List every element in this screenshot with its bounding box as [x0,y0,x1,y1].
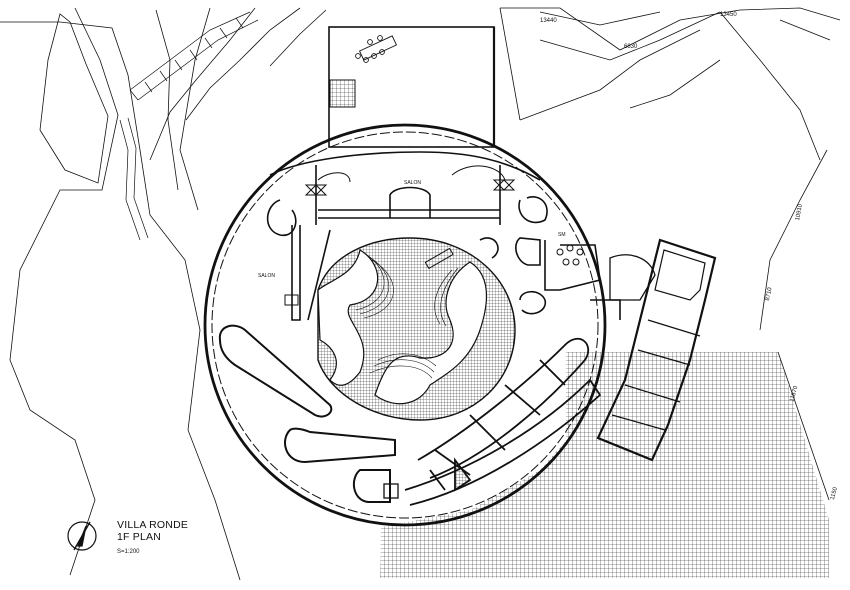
contour-label-group: 13440 13450 6830 10910 8710 11870 1150 [540,12,839,501]
contour-label: 1150 [830,486,839,501]
interior-walls [266,151,621,321]
contour-label: 6830 [624,44,638,50]
ridge-hatch [119,11,259,241]
room-label-salon-top: SALON [404,180,421,186]
fixtures [284,165,584,306]
room-label-sm: SM [558,232,566,238]
contour-label: 8710 [765,286,774,301]
drawing-subtitle: 1F PLAN [117,531,161,543]
central-courtyard [317,237,516,421]
north-arrow-icon [67,521,97,551]
contour-label: 13440 [540,18,557,24]
terrain-hatch-area [380,352,829,578]
drawing-scale: S=1:200 [117,549,140,555]
contour-label: 10910 [795,203,804,221]
villa-outer-walls [203,123,607,527]
upper-terrace [328,26,496,148]
contour-label: 11870 [789,385,799,403]
drawing-title: VILLA RONDE [117,519,189,531]
annex-block [383,238,717,499]
room-label-salon-left: SALON [258,273,275,279]
pill-rooms [218,324,396,503]
east-wing [404,338,602,506]
contour-label: 13450 [720,12,737,18]
contour-lines [0,7,841,581]
